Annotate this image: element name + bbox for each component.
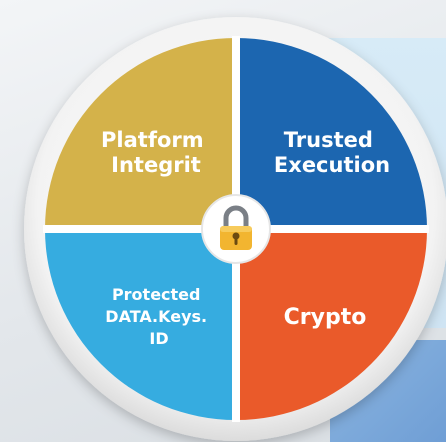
quadrant-crypto[interactable] — [236, 229, 427, 420]
padlock-icon — [201, 194, 271, 264]
quadrant-protected-data[interactable] — [45, 229, 236, 420]
quadrant-platform-integrity[interactable] — [45, 38, 236, 229]
quadrant-trusted-execution[interactable] — [236, 38, 427, 229]
